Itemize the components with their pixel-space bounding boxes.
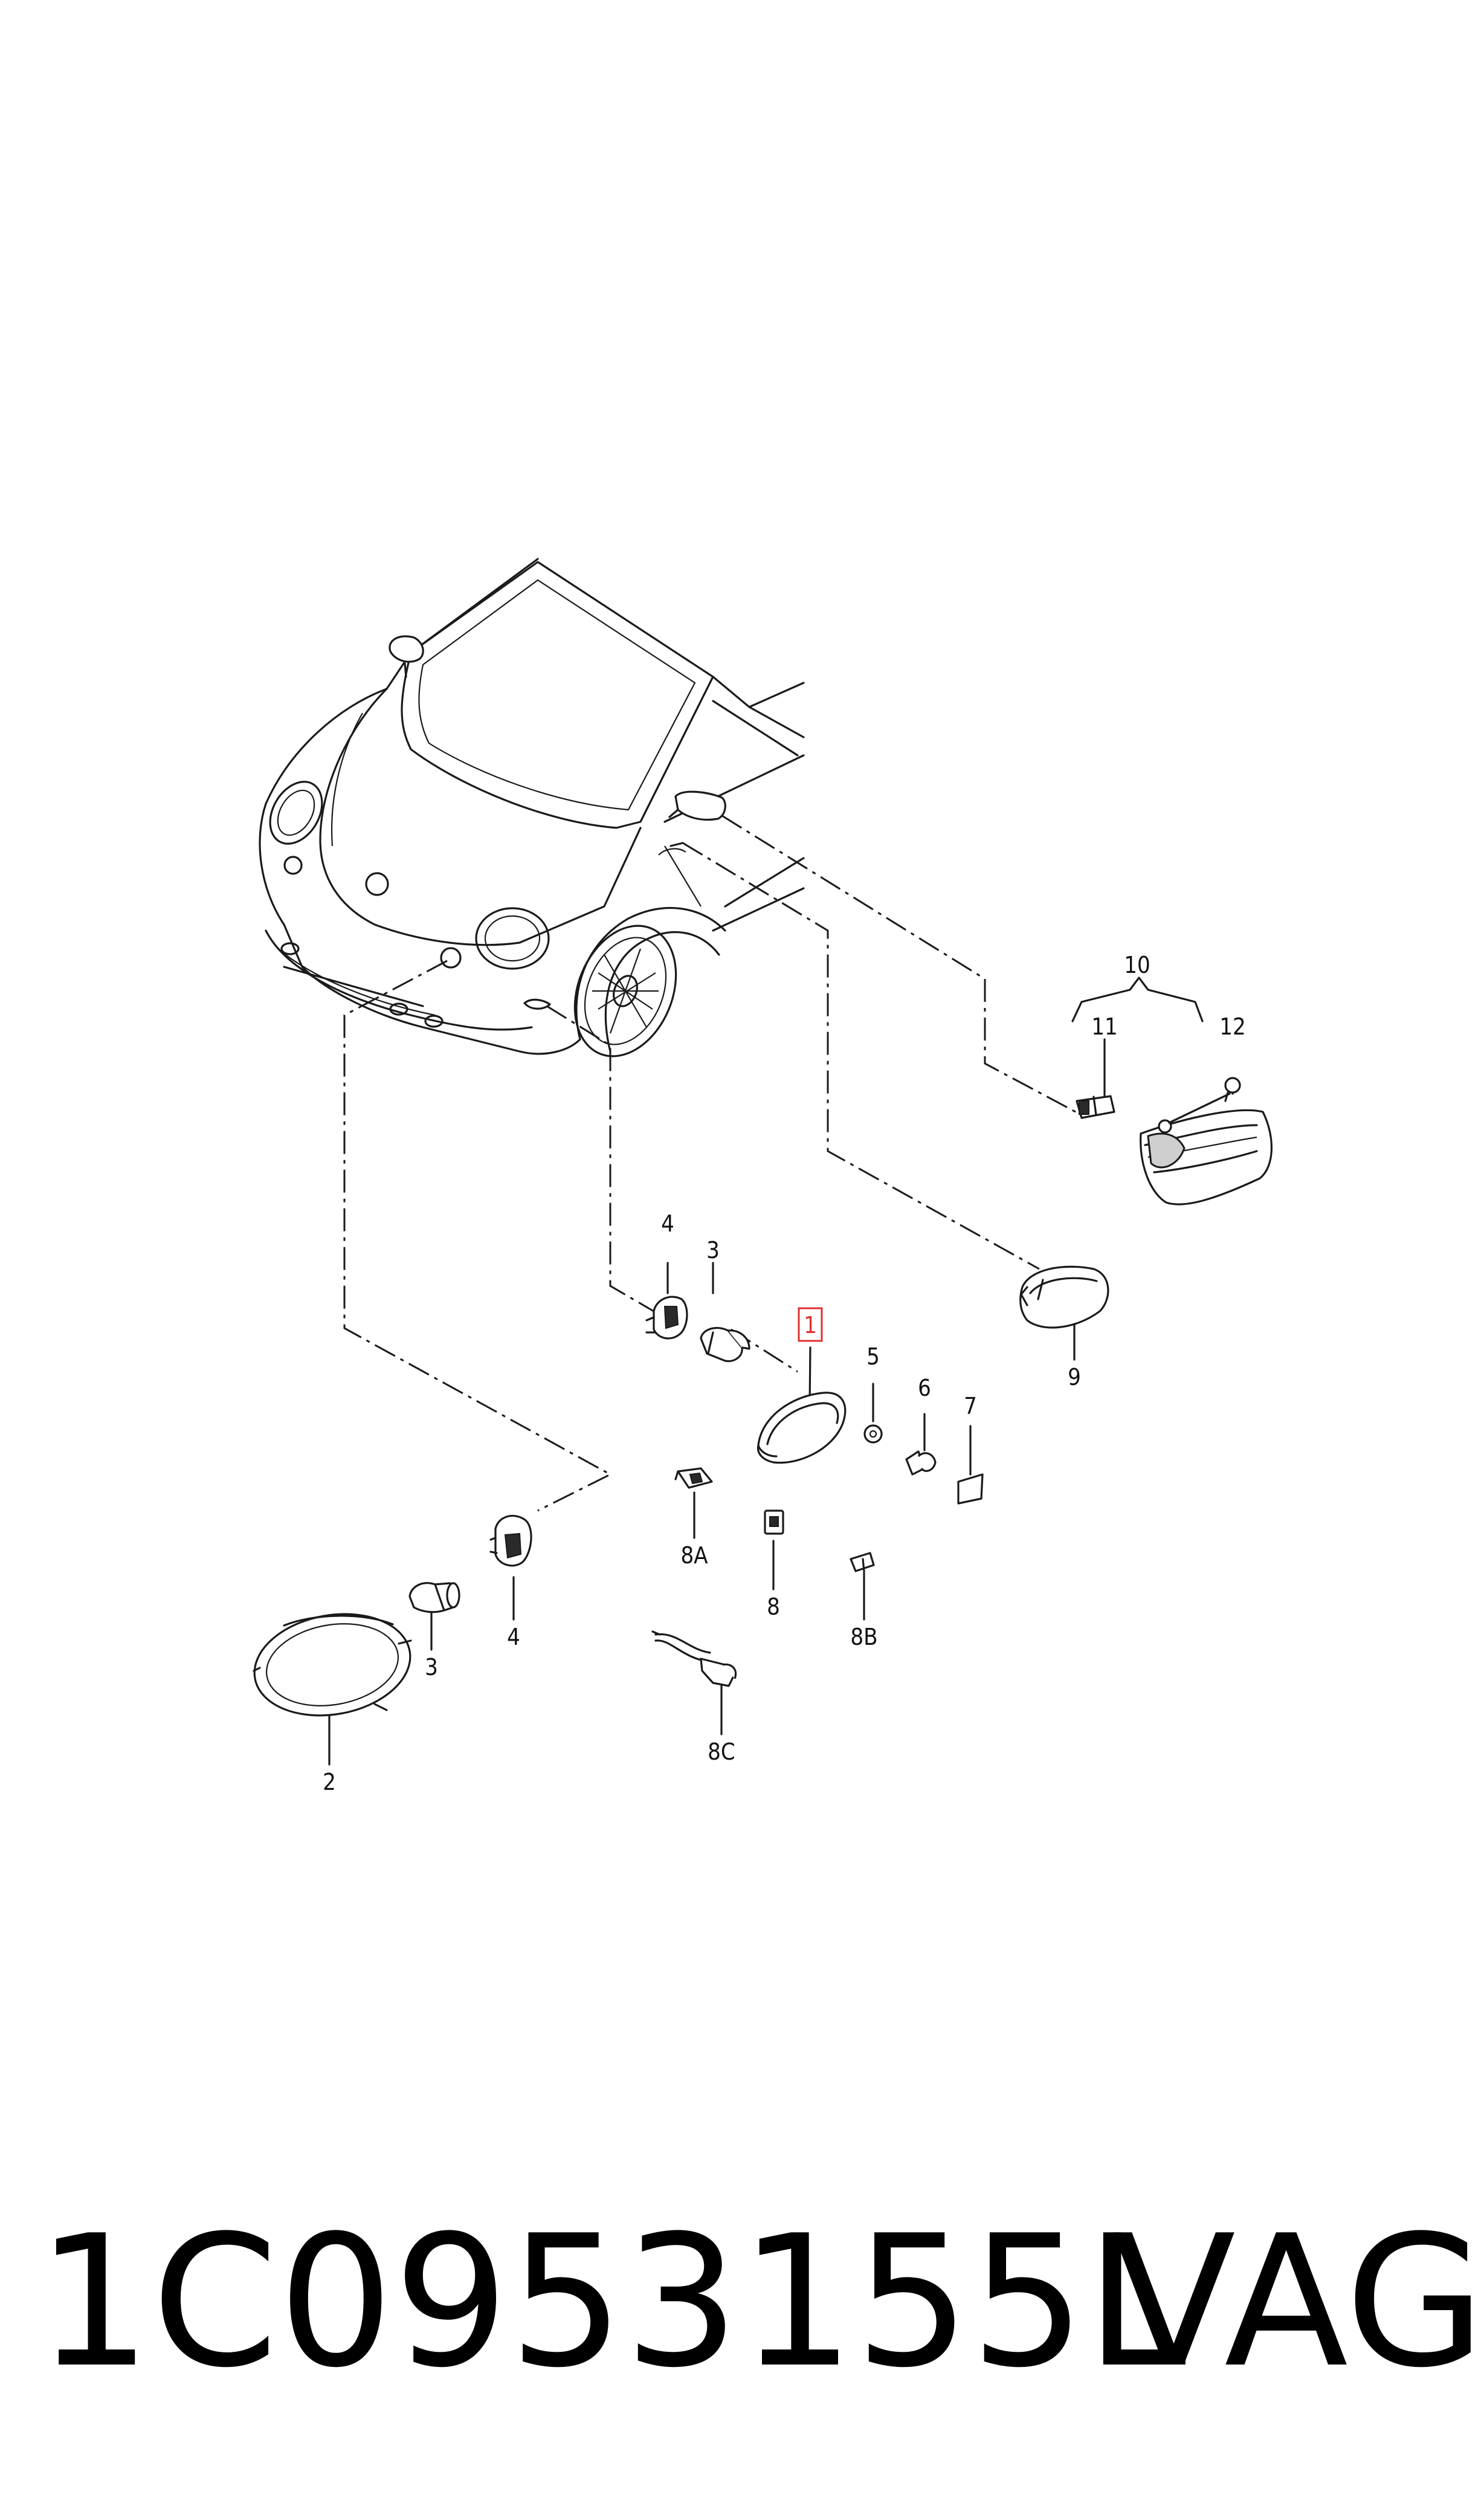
bulb-part-3-upper bbox=[700, 1327, 750, 1363]
clip-part-8a bbox=[674, 1467, 713, 1489]
screw-part-6 bbox=[905, 1450, 937, 1476]
callout-9: 9 bbox=[1068, 1364, 1081, 1390]
callout-12: 12 bbox=[1219, 1013, 1246, 1040]
bulb-holder-part-4-upper bbox=[645, 1296, 688, 1340]
mirror-turn-signal-assembly bbox=[1140, 1093, 1273, 1206]
part-number: 1C0953155L bbox=[36, 2197, 1187, 2407]
callout-4-lower: 4 bbox=[507, 1624, 520, 1650]
callout-3-lower: 3 bbox=[425, 1654, 438, 1680]
screw-part-8b bbox=[850, 1552, 875, 1572]
callout-8a: 8A bbox=[680, 1542, 708, 1569]
footer: 1C0953155L VAG bbox=[0, 2200, 1484, 2405]
pad-part-7 bbox=[957, 1473, 984, 1505]
screw-part-12 bbox=[1224, 1077, 1241, 1102]
side-repeater-part-9 bbox=[1019, 1265, 1109, 1329]
callout-1-highlight-box bbox=[798, 1307, 823, 1342]
callout-2: 2 bbox=[323, 1769, 336, 1795]
fog-lamp-part-2 bbox=[253, 1613, 412, 1717]
callout-6: 6 bbox=[918, 1375, 931, 1401]
callout-8b: 8B bbox=[850, 1624, 877, 1650]
connector-part-11 bbox=[1076, 1095, 1115, 1119]
callout-5: 5 bbox=[866, 1343, 880, 1370]
bulb-part-3-lower bbox=[408, 1582, 460, 1613]
callout-8: 8 bbox=[767, 1593, 780, 1620]
car-illustration bbox=[259, 558, 805, 1057]
callout-labels: 1 2 3 3 4 4 5 6 7 8 8A 8B 8C 9 10 11 12 bbox=[323, 952, 1246, 1795]
wiring-part-8c bbox=[651, 1630, 737, 1687]
callout-8c: 8C bbox=[708, 1738, 735, 1765]
washer-part-5 bbox=[863, 1424, 883, 1444]
callout-7: 7 bbox=[964, 1393, 977, 1419]
callout-3-upper: 3 bbox=[706, 1237, 720, 1264]
parts bbox=[253, 1077, 1273, 1717]
nut-part-8 bbox=[764, 1509, 784, 1535]
side-marker-lamp-part-1 bbox=[757, 1392, 847, 1464]
brand-name: VAG bbox=[1112, 2197, 1484, 2407]
callout-10: 10 bbox=[1124, 952, 1150, 978]
callout-11: 11 bbox=[1091, 1013, 1118, 1040]
callout-1: 1 bbox=[804, 1312, 817, 1338]
callout-4-upper: 4 bbox=[661, 1210, 674, 1237]
bulb-holder-part-4-lower bbox=[489, 1514, 532, 1567]
